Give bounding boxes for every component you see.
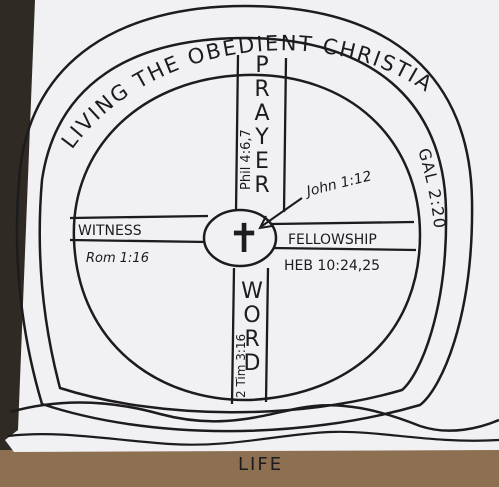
fellowship-verse: HEB 10:24,25 (284, 258, 380, 274)
svg-text:R: R (254, 77, 269, 102)
cross-icon: ✝ (227, 216, 261, 262)
witness-verse: Rom 1:16 (86, 251, 149, 266)
svg-text:A: A (254, 101, 269, 126)
svg-text:P: P (255, 53, 268, 78)
fellowship-word: FELLOWSHIP (288, 232, 377, 248)
svg-text:O: O (243, 303, 260, 328)
prayer-word: P R A Y E R (254, 53, 269, 198)
svg-text:R: R (254, 173, 269, 198)
word-verse: 2 Tim 3:16 (234, 334, 248, 398)
svg-text:E: E (255, 149, 269, 174)
svg-text:Y: Y (254, 125, 269, 150)
svg-text:W: W (241, 279, 263, 304)
prayer-verse: Phil 4:6,7 (239, 129, 254, 190)
ground-label: LIFE (238, 454, 283, 475)
witness-word: WITNESS (78, 223, 142, 239)
